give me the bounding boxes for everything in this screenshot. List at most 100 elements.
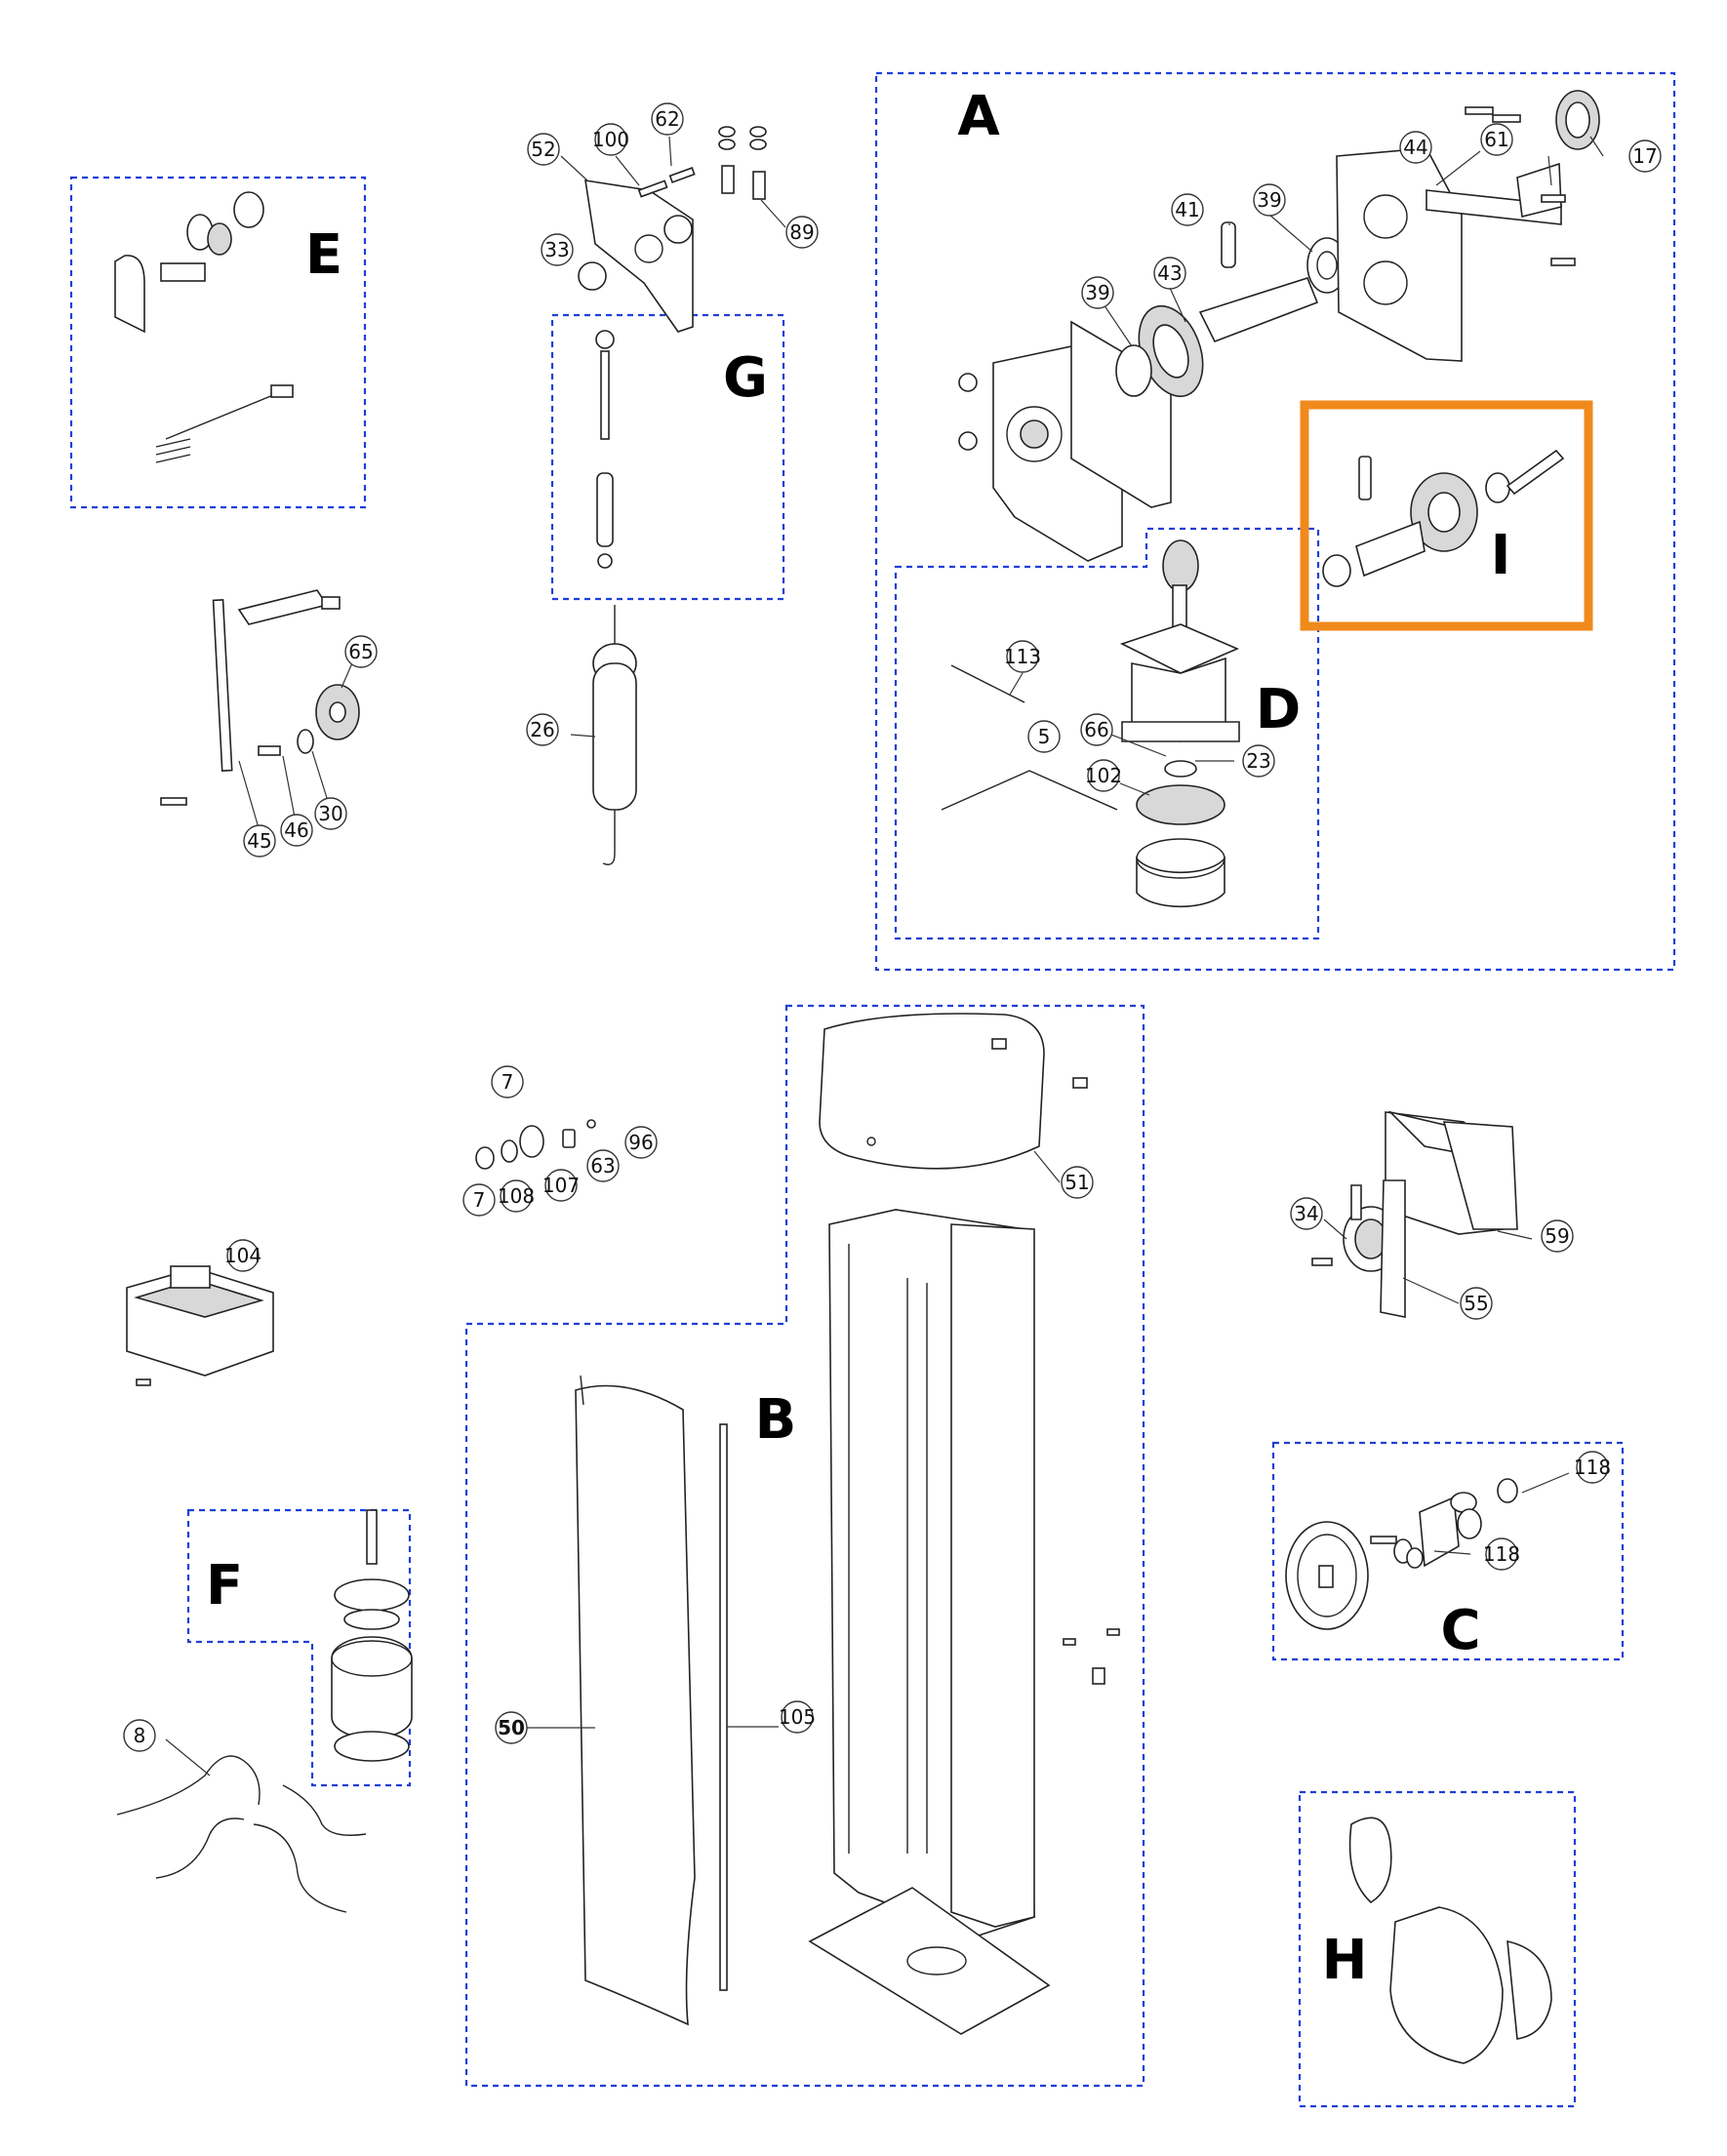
svg-text:51: 51 [1064, 1171, 1089, 1194]
callout-52: 52 [527, 133, 560, 166]
callout-113: 113 [1004, 640, 1041, 673]
callout-62: 62 [651, 102, 684, 136]
handwheel-assembly [1285, 1478, 1518, 1630]
svg-text:59: 59 [1545, 1224, 1569, 1248]
svg-text:50: 50 [498, 1716, 525, 1739]
group-box-d [894, 527, 1320, 940]
group-box-g [550, 313, 785, 601]
svg-text:34: 34 [1294, 1202, 1318, 1225]
callout-89: 89 [785, 216, 819, 249]
svg-text:43: 43 [1157, 261, 1182, 285]
group-letters: A D I E G B F C H [206, 85, 1511, 1992]
spring-assembly [578, 126, 767, 865]
callout-5: 5 [1027, 720, 1061, 753]
svg-text:100: 100 [592, 128, 629, 151]
svg-text:44: 44 [1403, 136, 1427, 159]
group-label-f: F [206, 1554, 243, 1617]
callout-34: 34 [1290, 1197, 1323, 1230]
callout-118: 118 [1574, 1451, 1611, 1484]
svg-text:30: 30 [318, 802, 342, 825]
small-parts [475, 1119, 596, 1170]
svg-text:23: 23 [1246, 749, 1270, 773]
group-label-a: A [957, 85, 1000, 148]
callout-43: 43 [1153, 257, 1186, 290]
callout-30: 30 [314, 797, 347, 830]
svg-text:105: 105 [779, 1705, 816, 1729]
group-h-parts [1348, 1817, 1552, 2064]
svg-text:39: 39 [1085, 281, 1109, 304]
callout-63: 63 [586, 1149, 620, 1182]
group-box-h [1298, 1790, 1577, 2108]
callout-100: 100 [592, 123, 629, 156]
svg-text:5: 5 [1038, 725, 1051, 748]
callout-118: 118 [1483, 1537, 1520, 1571]
svg-text:108: 108 [498, 1184, 535, 1208]
callout-8: 8 [123, 1719, 156, 1752]
svg-text:17: 17 [1632, 144, 1657, 168]
callout-102: 102 [1085, 759, 1122, 792]
callout-39: 39 [1081, 276, 1114, 309]
callout-61: 61 [1480, 123, 1513, 156]
svg-text:107: 107 [542, 1174, 580, 1197]
svg-text:7: 7 [473, 1188, 486, 1212]
callout-59: 59 [1541, 1219, 1574, 1253]
callout-26: 26 [526, 713, 559, 746]
callout-17: 17 [1628, 140, 1662, 173]
group-label-h: H [1322, 1929, 1368, 1992]
svg-text:55: 55 [1464, 1292, 1488, 1315]
svg-text:46: 46 [284, 818, 308, 842]
svg-text:118: 118 [1574, 1456, 1611, 1479]
svg-text:61: 61 [1484, 128, 1508, 151]
group-label-e: E [305, 223, 342, 287]
callout-96: 96 [624, 1126, 658, 1159]
callouts: 17 61 44 39 41 43 39 113 5 66 23 102 52 … [123, 102, 1662, 1752]
mounting-bracket [1311, 1110, 1518, 1318]
callout-105: 105 [779, 1700, 816, 1734]
svg-text:102: 102 [1085, 764, 1122, 787]
callout-33: 33 [541, 233, 574, 266]
callout-65: 65 [344, 635, 378, 668]
svg-text:66: 66 [1084, 718, 1108, 741]
svg-text:96: 96 [628, 1131, 653, 1154]
cabinet-assembly [575, 1013, 1120, 2035]
callout-50: 50 [495, 1711, 528, 1744]
group-box-b [464, 1004, 1145, 2088]
group-e-parts [114, 191, 294, 463]
group-box-c [1271, 1441, 1625, 1661]
gearbox-assembly [958, 90, 1600, 562]
group-label-c: C [1440, 1599, 1480, 1662]
group-box-a [874, 71, 1676, 972]
svg-text:63: 63 [590, 1154, 615, 1178]
svg-text:113: 113 [1004, 645, 1041, 668]
callout-39: 39 [1253, 183, 1286, 217]
svg-text:8: 8 [134, 1724, 146, 1747]
callout-51: 51 [1061, 1166, 1094, 1199]
svg-text:45: 45 [247, 829, 271, 853]
callout-41: 41 [1171, 193, 1204, 226]
svg-text:65: 65 [348, 640, 373, 663]
motor-assembly [941, 539, 1240, 908]
gear-assembly-icon [1322, 449, 1565, 587]
group-label-i: I [1491, 524, 1511, 587]
callout-23: 23 [1242, 744, 1275, 778]
group-boxes [69, 71, 1676, 2108]
callout-7: 7 [491, 1065, 524, 1098]
callout-107: 107 [542, 1169, 580, 1202]
callout-7: 7 [462, 1183, 496, 1217]
lever-assembly [160, 589, 360, 806]
svg-text:104: 104 [224, 1244, 261, 1267]
control-board [126, 1265, 274, 1386]
svg-text:39: 39 [1257, 188, 1281, 212]
callout-104: 104 [224, 1239, 261, 1272]
svg-text:41: 41 [1175, 198, 1199, 221]
callout-66: 66 [1080, 713, 1113, 746]
group-label-b: B [755, 1388, 797, 1452]
callout-108: 108 [498, 1179, 535, 1213]
svg-text:26: 26 [530, 718, 554, 741]
group-label-d: D [1256, 678, 1301, 741]
svg-text:7: 7 [502, 1070, 514, 1094]
group-label-g: G [723, 346, 768, 410]
callout-44: 44 [1399, 131, 1432, 164]
svg-text:89: 89 [789, 220, 814, 244]
